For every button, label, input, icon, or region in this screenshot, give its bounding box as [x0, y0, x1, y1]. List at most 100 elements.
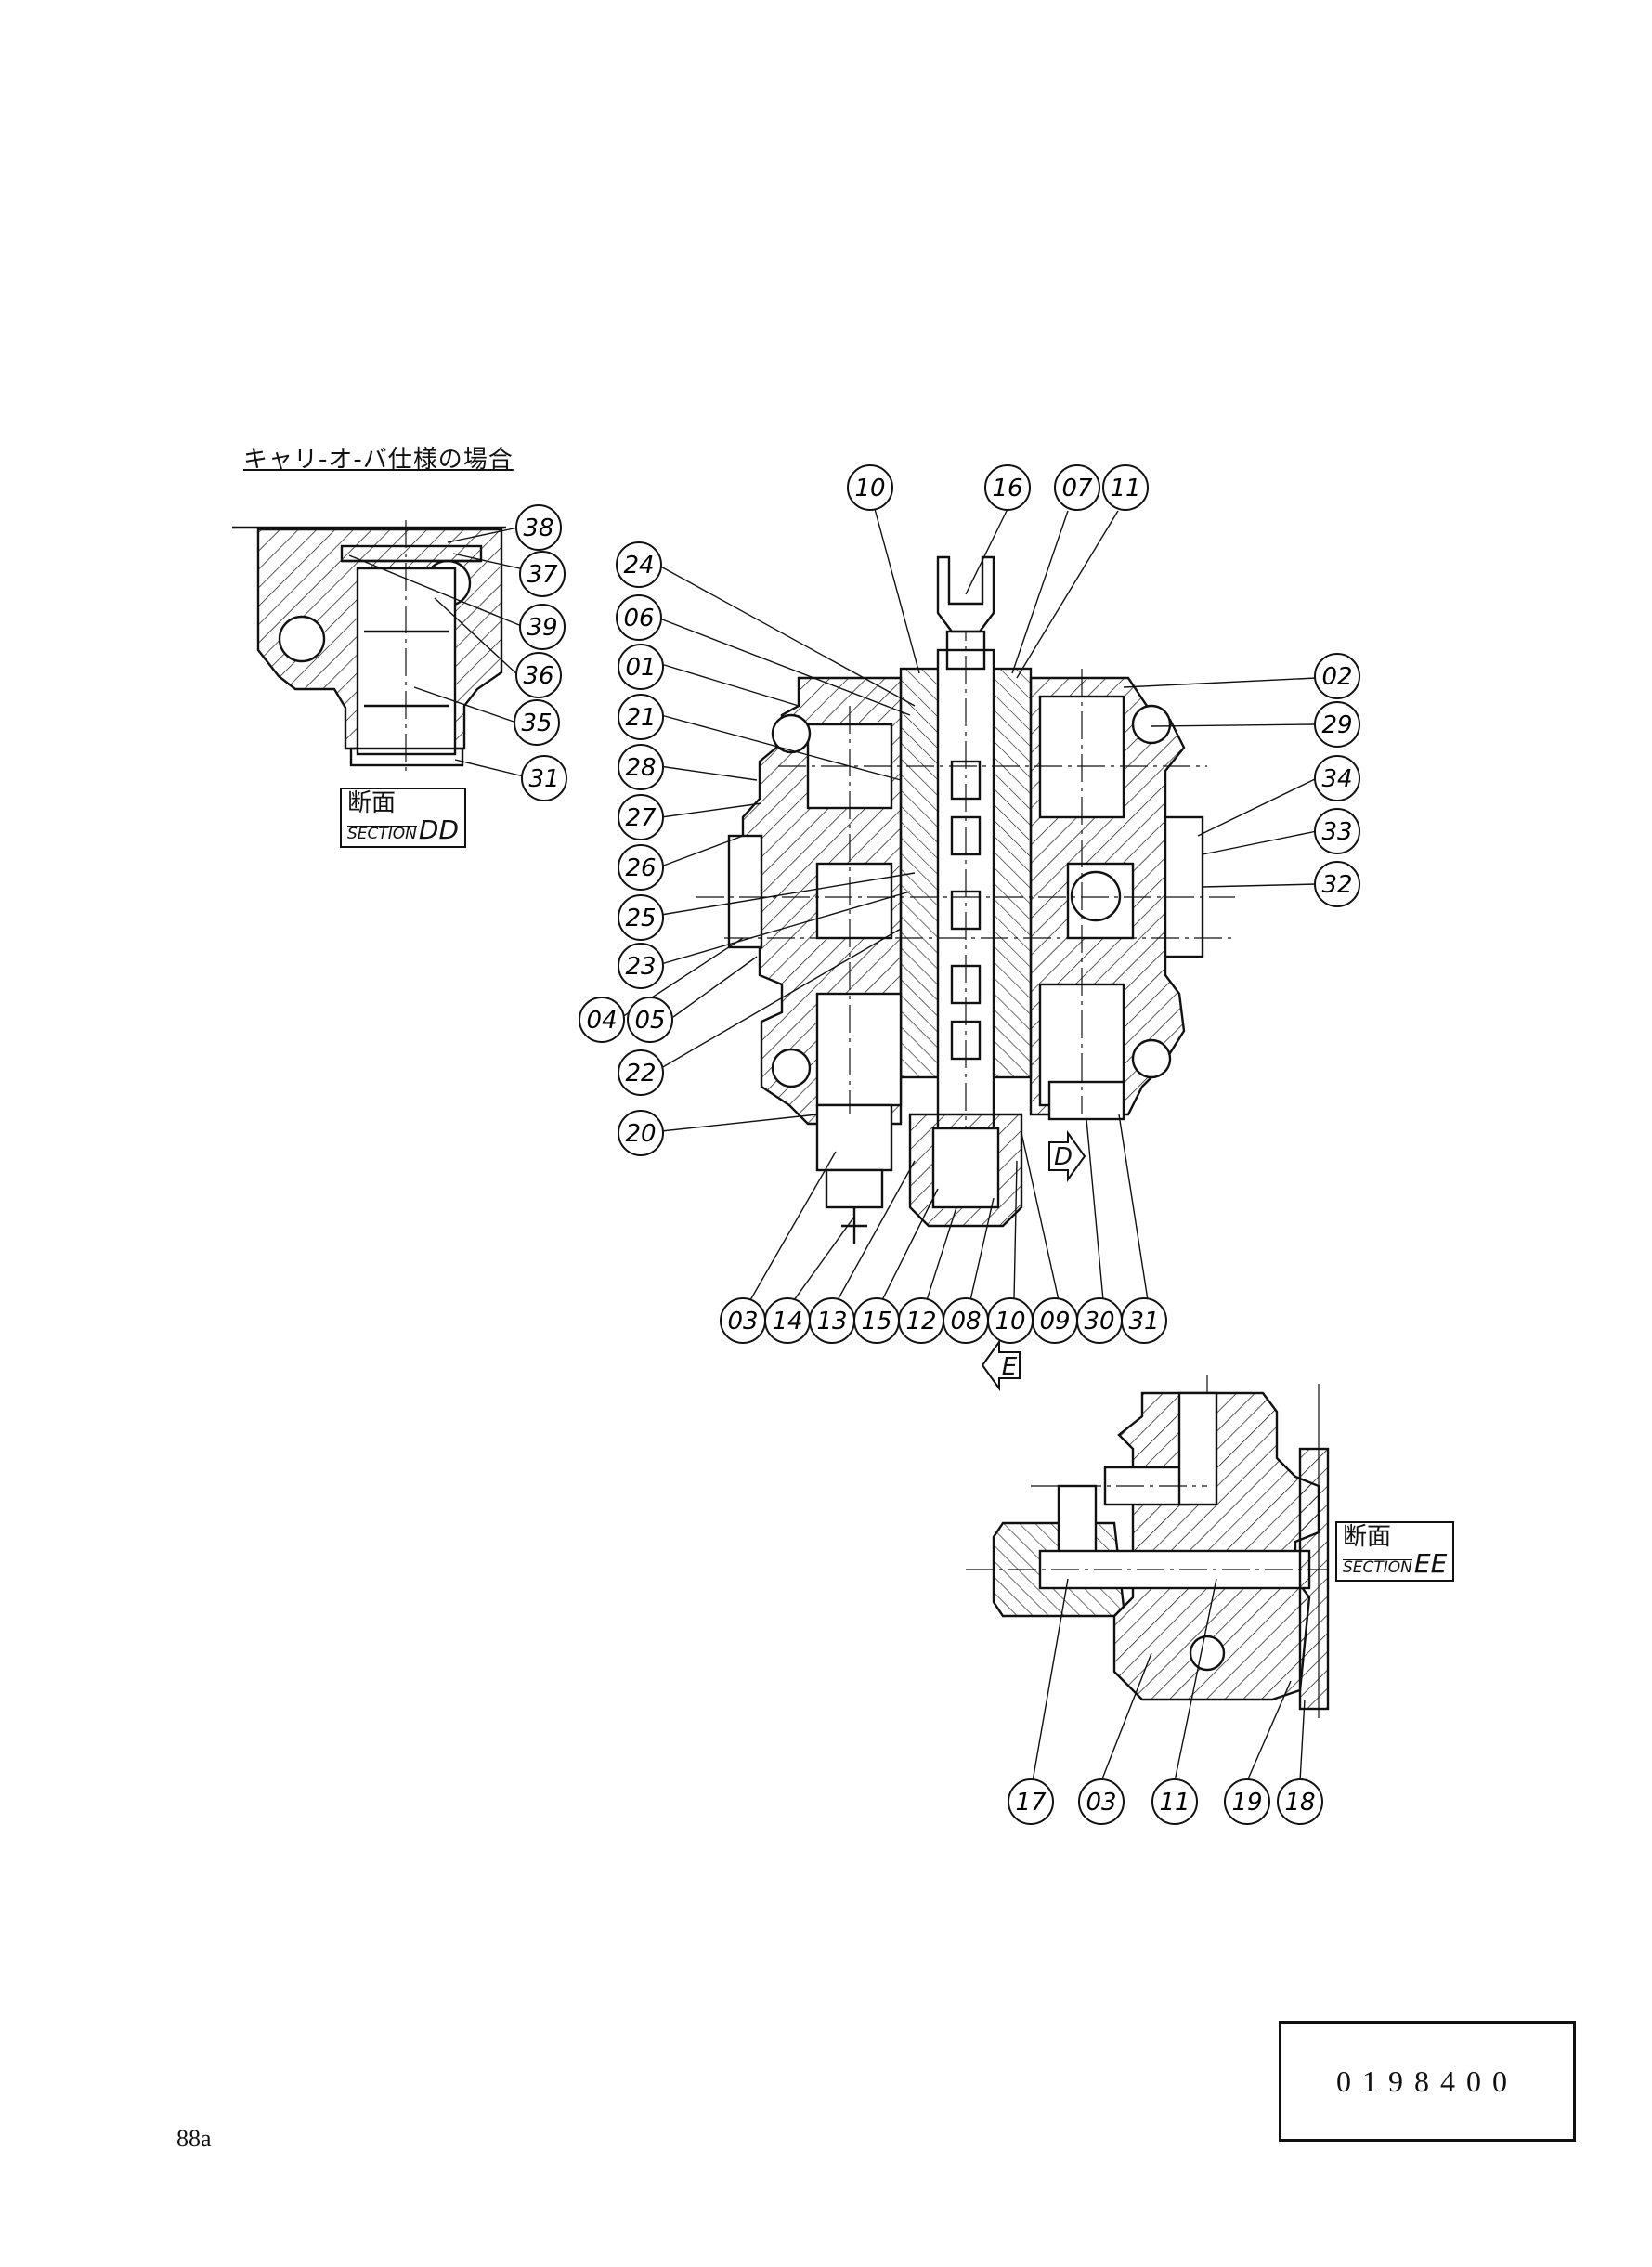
svg-text:07: 07 — [1061, 475, 1093, 502]
section-dd-id: DD — [418, 814, 460, 846]
section-dd-label: 断面 SECTIONDD — [340, 788, 467, 848]
svg-text:08: 08 — [950, 1308, 981, 1335]
part-balloon: 12 — [898, 1297, 944, 1344]
section-ee-drawing — [966, 1375, 1330, 1782]
svg-text:39: 39 — [527, 614, 557, 642]
svg-text:27: 27 — [625, 804, 657, 832]
part-balloon: 02 — [1314, 653, 1360, 699]
svg-text:30: 30 — [1084, 1308, 1114, 1335]
part-balloon: 22 — [618, 1049, 664, 1096]
drawing-number-box: 0198400 — [1279, 2021, 1576, 2142]
part-balloon: 29 — [1314, 701, 1360, 748]
section-ee-en: SECTION — [1343, 1558, 1412, 1578]
svg-text:14: 14 — [772, 1308, 802, 1335]
svg-text:18: 18 — [1284, 1789, 1315, 1817]
part-balloon: 21 — [618, 694, 664, 740]
part-balloon: 06 — [616, 594, 662, 641]
svg-text:24: 24 — [623, 552, 654, 580]
svg-text:10: 10 — [995, 1308, 1025, 1335]
svg-text:20: 20 — [625, 1120, 656, 1148]
svg-text:23: 23 — [625, 953, 656, 981]
section-ee-id: EE — [1413, 1548, 1448, 1580]
svg-text:03: 03 — [1086, 1789, 1116, 1817]
part-balloon: 32 — [1314, 861, 1360, 907]
page-number: 88a — [176, 2125, 212, 2152]
svg-text:04: 04 — [586, 1007, 617, 1035]
svg-text:32: 32 — [1321, 871, 1352, 899]
inset-balloons: 38 37 39 36 35 31 — [514, 504, 567, 801]
svg-text:38: 38 — [523, 515, 553, 542]
svg-text:03: 03 — [727, 1308, 758, 1335]
part-balloon: 25 — [618, 894, 664, 941]
svg-text:06: 06 — [623, 605, 654, 632]
part-balloon: 01 — [618, 644, 664, 690]
svg-text:17: 17 — [1015, 1789, 1047, 1817]
part-balloon: 03 — [1078, 1778, 1125, 1825]
svg-text:11: 11 — [1110, 475, 1140, 502]
main-valve-section — [621, 508, 1318, 1392]
svg-text:25: 25 — [625, 905, 656, 932]
section-ee-label: 断面 SECTIONEE — [1335, 1521, 1455, 1582]
part-balloon: 26 — [618, 844, 664, 891]
section-ee-ja: 断面 — [1343, 1523, 1392, 1551]
svg-text:12: 12 — [905, 1308, 936, 1335]
svg-text:13: 13 — [816, 1308, 847, 1335]
svg-text:31: 31 — [1128, 1308, 1159, 1335]
svg-text:36: 36 — [523, 662, 553, 690]
part-balloon: 15 — [853, 1297, 900, 1344]
part-balloon: 17 — [1008, 1778, 1054, 1825]
part-balloon: 34 — [1314, 755, 1360, 801]
part-balloon: 31 — [521, 755, 567, 801]
view-arrow-d-label: D — [1054, 1143, 1073, 1171]
part-balloon: 11 — [1151, 1778, 1198, 1825]
svg-text:09: 09 — [1039, 1308, 1070, 1335]
part-balloon: 35 — [514, 699, 560, 746]
part-balloon: 08 — [943, 1297, 989, 1344]
part-balloon: 36 — [515, 652, 562, 698]
svg-text:34: 34 — [1321, 765, 1352, 793]
section-dd-en: SECTION — [347, 825, 417, 844]
part-balloon: 18 — [1277, 1778, 1323, 1825]
svg-text:10: 10 — [854, 475, 885, 502]
part-balloon: 04 — [579, 997, 625, 1043]
part-balloon: 37 — [519, 551, 566, 597]
part-balloon: 11 — [1102, 464, 1149, 511]
left-balloons: 24 06 01 21 28 27 26 25 23 04 05 22 20 — [579, 541, 673, 1156]
part-balloon: 31 — [1121, 1297, 1167, 1344]
part-balloon: 33 — [1314, 808, 1360, 854]
part-balloon: 24 — [616, 541, 662, 588]
part-balloon: 38 — [515, 504, 562, 551]
part-balloon: 27 — [618, 794, 664, 840]
part-balloon: 09 — [1032, 1297, 1078, 1344]
svg-text:19: 19 — [1231, 1789, 1262, 1817]
part-balloon: 20 — [618, 1110, 664, 1156]
part-balloon: 07 — [1054, 464, 1100, 511]
section-dd-ja: 断面 — [347, 789, 397, 817]
part-balloon: 14 — [764, 1297, 811, 1344]
svg-text:31: 31 — [528, 765, 559, 793]
view-arrow-e-label: E — [1002, 1353, 1018, 1381]
svg-text:16: 16 — [992, 475, 1022, 502]
bottom-balloons: 03 14 13 15 12 08 10 09 30 31 — [720, 1297, 1167, 1344]
svg-text:01: 01 — [625, 654, 656, 682]
svg-text:26: 26 — [625, 854, 656, 882]
part-balloon: 19 — [1224, 1778, 1270, 1825]
part-balloon: 28 — [618, 744, 664, 790]
part-balloon: 10 — [987, 1297, 1034, 1344]
carryover-inset-drawing — [232, 520, 525, 777]
part-balloon: 10 — [847, 464, 893, 511]
svg-text:11: 11 — [1159, 1789, 1190, 1817]
carryover-spec-title: キャリ-オ-バ仕様の場合 — [243, 446, 514, 474]
svg-text:05: 05 — [634, 1007, 665, 1035]
svg-text:29: 29 — [1321, 711, 1352, 739]
svg-text:35: 35 — [521, 710, 552, 737]
section-ee-balloons: 17 03 11 19 18 — [1008, 1778, 1323, 1825]
part-balloon: 39 — [519, 604, 566, 650]
part-balloon: 30 — [1076, 1297, 1123, 1344]
svg-text:37: 37 — [527, 561, 558, 589]
right-balloons: 02 29 34 33 32 — [1314, 653, 1360, 907]
svg-text:33: 33 — [1321, 818, 1352, 846]
part-balloon: 13 — [809, 1297, 855, 1344]
part-balloon: 05 — [627, 997, 673, 1043]
